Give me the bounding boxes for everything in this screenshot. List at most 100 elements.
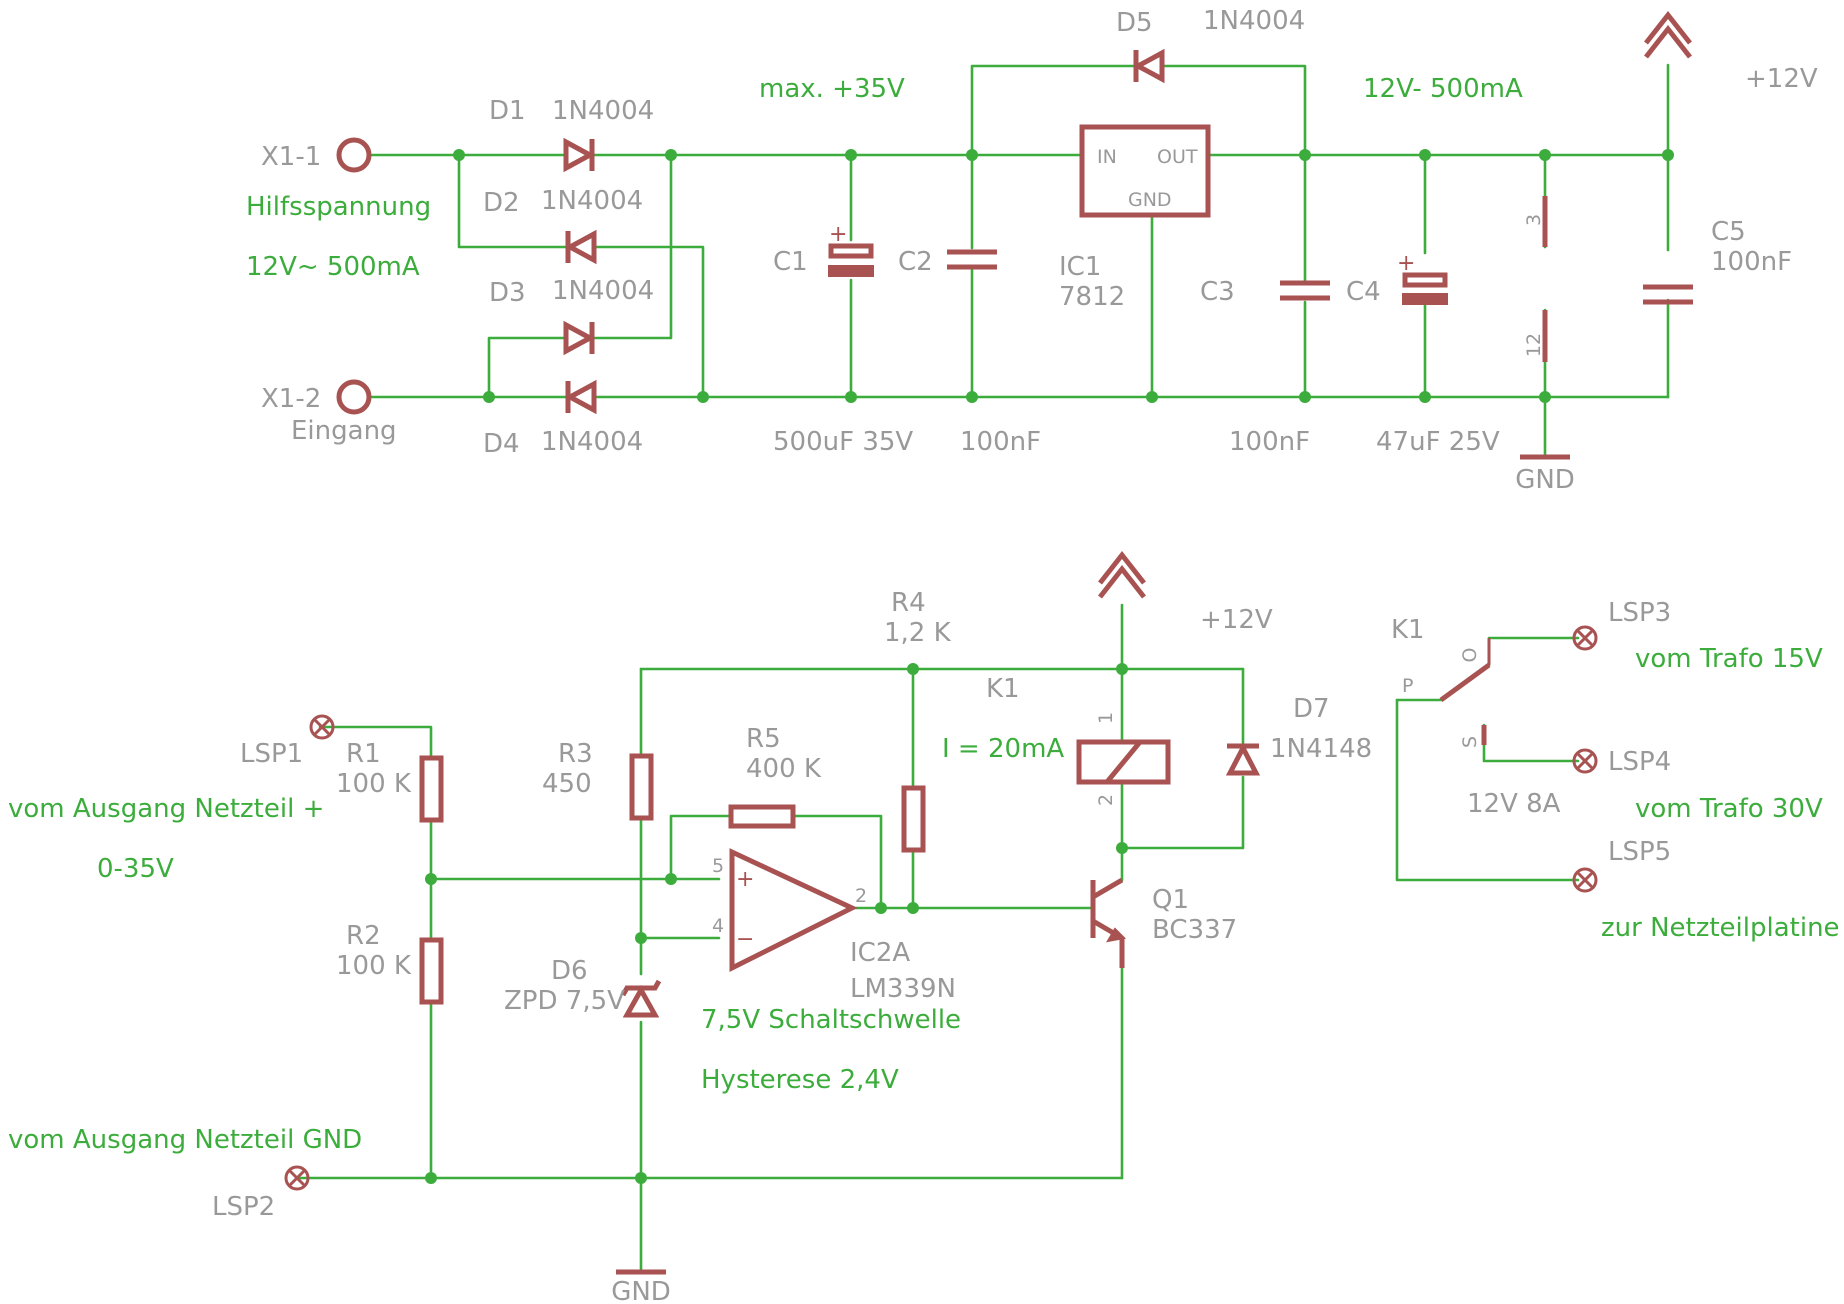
gnd-label-top: GND [1515,465,1575,495]
eingang-label: Eingang [291,416,397,446]
k1-relay-contacts [1439,638,1491,745]
d5-diode [1132,48,1165,84]
switch-circuit-junctions [425,663,1128,1184]
d6-value: ZPD 7,5V [504,986,625,1016]
ic1-pin-out: OUT [1157,146,1198,168]
d2-value: 1N4004 [541,186,643,216]
lsp3-connector [1572,625,1598,651]
r2-resistor [419,937,444,1005]
r5-name: R5 [746,724,781,754]
ic1-pin-in: IN [1097,146,1117,168]
ic2a-plus-sign: + [736,867,754,892]
d1-value: 1N4004 [552,96,654,126]
switch-circuit-section: LSP1 LSP2 vom Ausgang Netzteil + 0-35V v… [8,550,1840,1304]
x1-1-terminal [336,137,372,173]
d4-value: 1N4004 [541,427,643,457]
power-supply-section: + + [246,6,1818,495]
k1-coil-pin1: 1 [1095,712,1117,724]
c2-value: 100nF [960,427,1041,457]
d3-value: 1N4004 [552,276,654,306]
c2-name: C2 [898,247,933,277]
ic1-value: 7812 [1059,282,1125,312]
ic2a-pin4: 4 [712,915,724,937]
gnd-label-bottom: GND [611,1277,671,1304]
r2-name: R2 [346,921,381,951]
k1-rating: 12V 8A [1467,789,1561,819]
d1-name: D1 [489,96,526,126]
hysteresis-note: Hysterese 2,4V [701,1065,899,1095]
lsp3-note: vom Trafo 15V [1635,644,1823,674]
lsp2-connector [284,1165,310,1191]
c5-value: 100nF [1711,247,1792,277]
r1-value: 100 K [336,769,412,799]
ic2a-pin5: 5 [712,855,724,877]
threshold-note: 7,5V Schaltschwelle [701,1005,961,1035]
q1-transistor [1090,877,1127,968]
rail-pin-12: 12 [1523,333,1545,357]
q1-name: Q1 [1152,885,1189,915]
d3-diode [563,320,596,356]
r5-value: 400 K [746,754,822,784]
r4-value: 1,2 K [884,618,952,648]
r3-value: 450 [542,769,592,799]
q1-value: BC337 [1152,915,1237,945]
supply-arrow-top [1644,10,1692,59]
supply-arrow-bottom [1098,550,1146,599]
c4-capacitor: + [1397,251,1448,305]
lsp1-connector [309,714,335,740]
c5-capacitor [1643,284,1693,305]
lsp4-connector [1572,748,1598,774]
ic1-regulator [1079,124,1211,218]
d7-name: D7 [1293,694,1330,724]
ic2a-pin2: 2 [855,885,867,907]
x1-2-label: X1-2 [261,384,321,414]
d2-name: D2 [483,188,520,218]
k1-pin-o: O [1459,648,1481,663]
c3-value: 100nF [1229,427,1310,457]
r2-value: 100 K [336,951,412,981]
coil-current-note: I = 20mA [942,734,1064,764]
c1-value: 500uF 35V [773,427,913,457]
c4-name: C4 [1346,277,1381,307]
aux-voltage-note: Hilfsspannung [246,192,431,222]
r3-name: R3 [558,739,593,769]
lsp4-label: LSP4 [1608,747,1671,777]
k1-coil-name: K1 [986,674,1020,704]
lsp5-label: LSP5 [1608,837,1671,867]
x1-1-label: X1-1 [261,142,321,172]
d6-name: D6 [551,956,588,986]
c5-name: C5 [1711,217,1746,247]
c4-value: 47uF 25V [1376,427,1500,457]
d5-value: 1N4004 [1203,6,1305,36]
output-note: 12V- 500mA [1363,74,1523,104]
from-output-plus-note: vom Ausgang Netzteil + [8,794,324,824]
lsp5-connector [1572,867,1598,893]
supply-label-top: +12V [1745,64,1818,94]
k1-pin-s: S [1459,736,1481,748]
d7-diode [1225,742,1261,776]
d4-name: D4 [483,429,520,459]
c1-capacitor: + [828,222,874,277]
d2-diode [564,229,597,265]
k1-pin-p: P [1402,675,1413,697]
ic2a-name: IC2A [850,938,910,968]
d4-diode [564,379,597,415]
ic1-pin-gnd: GND [1128,189,1172,211]
ic1-name: IC1 [1059,252,1101,282]
r4-name: R4 [891,588,926,618]
lsp2-label: LSP2 [212,1192,275,1222]
d7-value: 1N4148 [1270,734,1372,764]
ic2a-minus-sign: − [736,927,754,952]
c1-name: C1 [773,247,808,277]
d5-name: D5 [1116,8,1153,38]
lsp1-label: LSP1 [240,739,303,769]
ic2a-comparator [729,848,858,973]
c4-plus-sign: + [1397,251,1415,276]
x1-2-terminal [336,379,372,415]
power-supply-wires [368,63,1670,457]
supply-label-bottom: +12V [1200,605,1273,635]
r1-name: R1 [346,739,381,769]
from-output-gnd-note: vom Ausgang Netzteil GND [8,1125,362,1155]
r3-resistor [629,753,654,821]
